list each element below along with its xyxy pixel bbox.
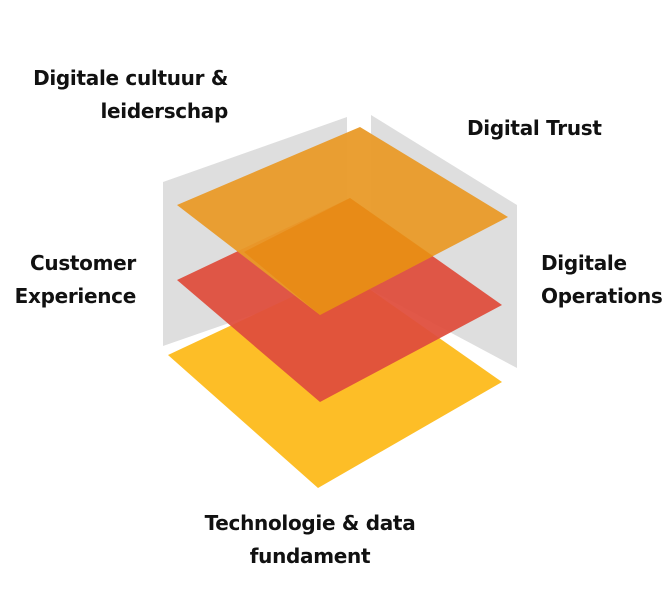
label-technologie-data: Technologie & data fundament (180, 507, 440, 573)
label-line: Digitale (541, 251, 627, 275)
label-line: Customer (30, 251, 136, 275)
label-line: leiderschap (100, 99, 228, 123)
label-digitale-cultuur: Digitale cultuur & leiderschap (10, 62, 228, 128)
label-digitale-operations: Digitale Operations (541, 247, 663, 313)
label-customer-experience: Customer Experience (10, 247, 137, 313)
label-line: Experience (14, 284, 137, 308)
label-digital-trust: Digital Trust (467, 112, 602, 145)
label-line: fundament (249, 544, 371, 568)
label-line: Digitale cultuur & (33, 66, 228, 90)
label-line: Digital Trust (467, 116, 602, 140)
label-line: Technologie & data (204, 511, 416, 535)
overlap-region (244, 198, 433, 315)
label-line: Operations (541, 284, 663, 308)
